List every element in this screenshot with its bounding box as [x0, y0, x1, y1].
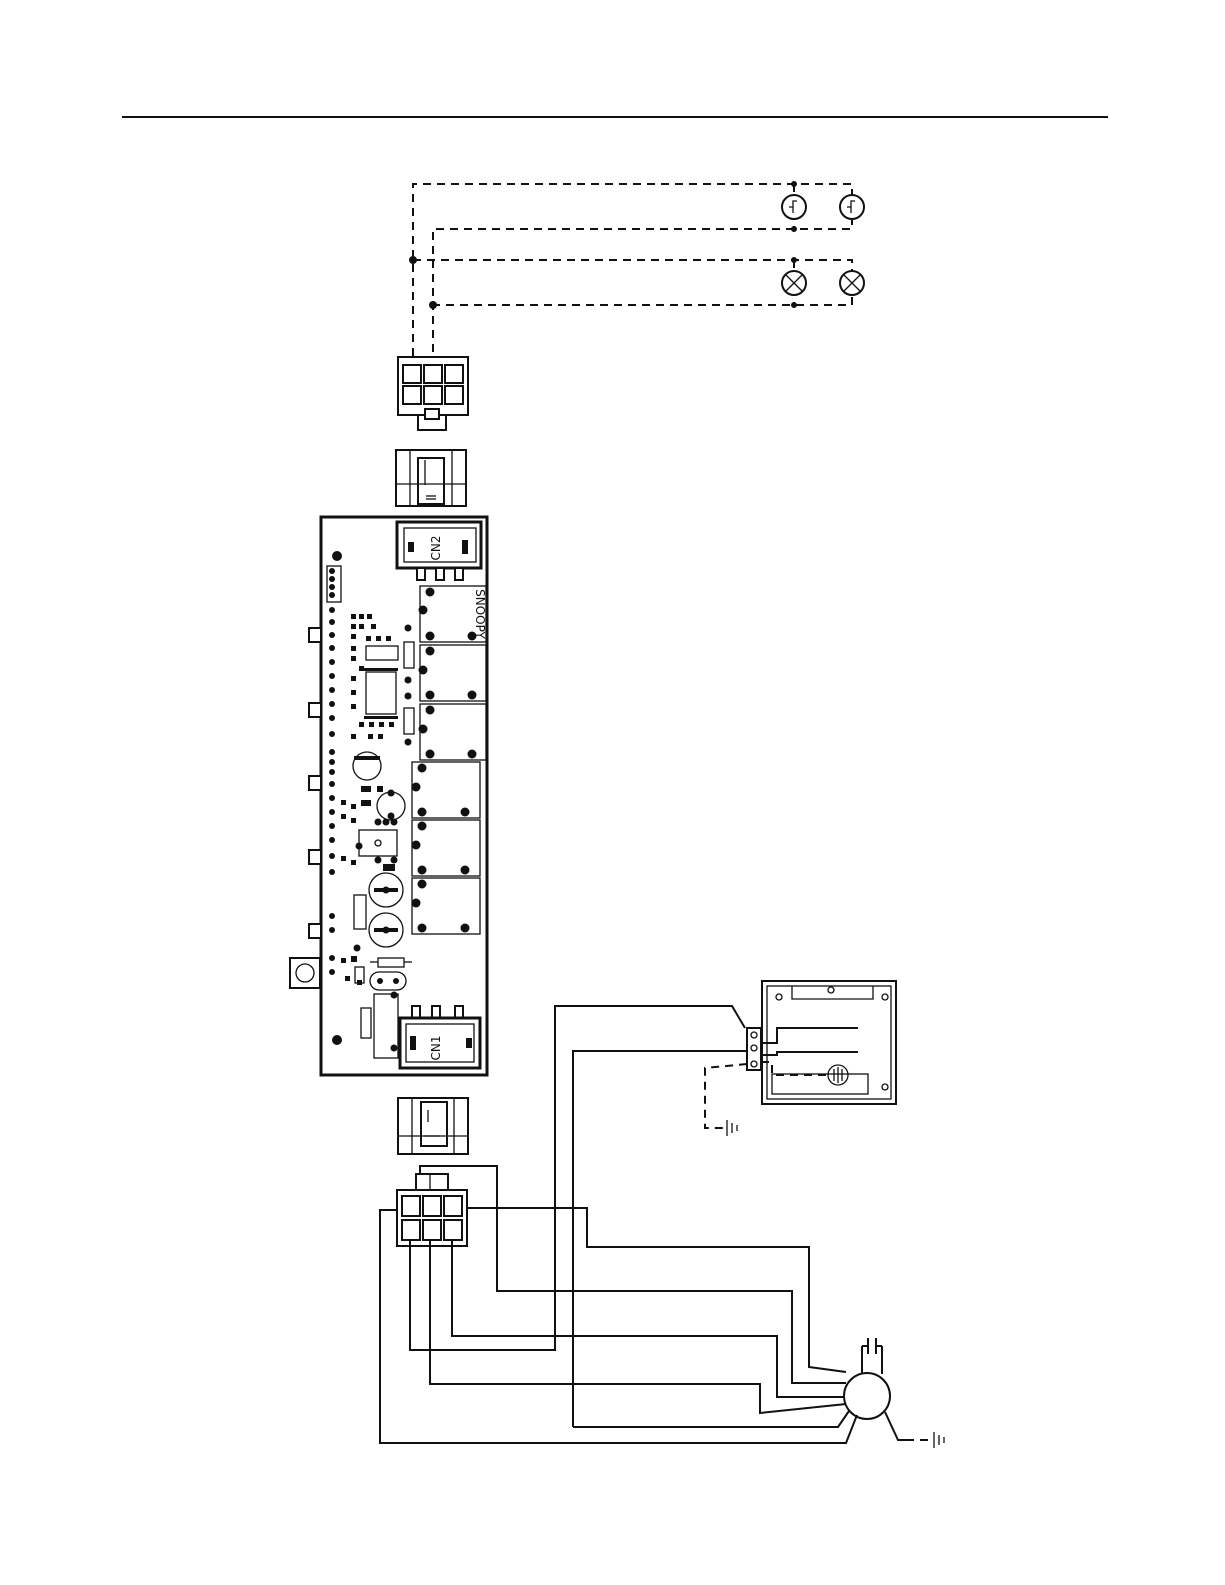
reset-button-icon: [290, 958, 320, 988]
bottom-connector-housing: [397, 1174, 467, 1246]
switch-ground-icon: [705, 1064, 747, 1136]
incandescent-lamp-1: [782, 271, 806, 295]
top-connector-housing: [398, 357, 468, 430]
bottom-mating-plug: [398, 1098, 468, 1154]
board-name-label: SNOOPY: [473, 589, 487, 639]
cn1-label: CN1: [429, 1036, 443, 1061]
control-board: CN2 SNOOPY: [290, 517, 487, 1075]
halogen-lamp-2: [840, 195, 864, 219]
switch-box: [747, 981, 896, 1104]
motor: [844, 1338, 890, 1419]
motor-ground-icon: [885, 1412, 944, 1448]
cn2-label: CN2: [429, 536, 443, 561]
halogen-lamp-1: [782, 195, 806, 219]
incandescent-lamp-2: [840, 271, 864, 295]
top-mating-plug: [396, 450, 466, 506]
board-edge-tabs: [309, 628, 321, 938]
